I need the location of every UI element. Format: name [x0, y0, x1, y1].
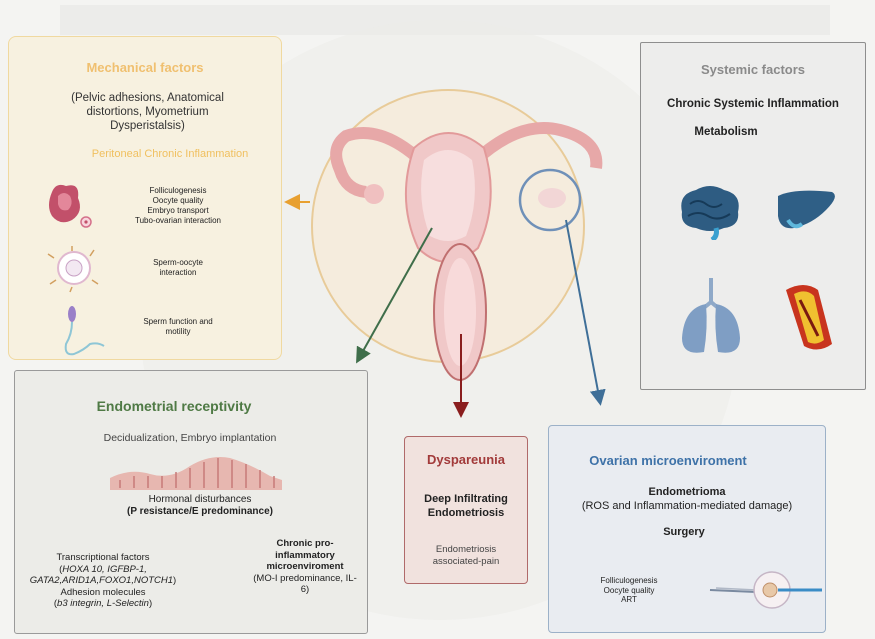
oocyte-retrieval-icon [708, 568, 824, 614]
transcriptional-genes-2: GATA2,ARID1A,FOXO1,NOTCH1) [29, 575, 177, 586]
ovarian-title: Ovarian microenviroment [589, 453, 747, 468]
endometriosis-pain-label: Endometriosis associated-pain [432, 544, 500, 567]
adhesion-genes-italic: b3 integrin, L-Selectin [57, 598, 149, 609]
chronic-proinflammatory-label: Chronic pro- inflammatory microenviromen… [250, 538, 360, 596]
systemic-inflammation-label: Chronic Systemic Inflammation [667, 98, 839, 110]
transcriptional-factors-label: Transcriptional factors (HOXA 10, IGFBP-… [24, 552, 182, 610]
dyspareunia-title: Dyspareunia [426, 452, 506, 467]
mechanical-item-sperm-oocyte: Sperm-oocyte interaction [153, 258, 203, 277]
deep-infiltrating-label: Deep Infiltrating Endometriosis [424, 493, 508, 519]
mechanical-item-sperm-function: Sperm function and motility [143, 317, 213, 336]
genes-2-italic: GATA2,ARID1A,FOXO1,NOTCH1 [29, 575, 174, 586]
chronic-line-1: Chronic pro- [276, 538, 334, 549]
uterus-tissue-icon [44, 182, 94, 230]
genes-1-italic: HOXA 10, IGFBP-1, [62, 563, 147, 575]
hormonal-disturbances-label: Hormonal disturbances [148, 494, 252, 505]
mechanical-item-folliculogenesis: Folliculogenesis Oocyte quality Embryo t… [135, 186, 221, 225]
endometrial-subtitle: Decidualization, Embryo implantation [103, 432, 277, 444]
metabolism-label: Metabolism [694, 126, 758, 138]
liver-icon [774, 188, 840, 234]
sperm-icon [60, 304, 110, 360]
transcriptional-title: Transcriptional factors [56, 552, 150, 563]
peritoneal-inflammation-label: Peritoneal Chronic Inflammation [91, 148, 249, 160]
endometrium-tissue-icon [110, 450, 282, 490]
chronic-line-3: microenviroment [266, 561, 344, 572]
mechanical-factors-title: Mechanical factors [86, 60, 204, 75]
endometrioma-label: Endometrioma [648, 486, 726, 498]
transcriptional-genes-1: (HOXA 10, IGFBP-1, [59, 563, 147, 575]
lungs-icon [678, 278, 744, 356]
mechanical-factors-subtitle: (Pelvic adhesions, Anatomical distortion… [71, 92, 224, 132]
hormonal-detail-label: (P resistance/E predominance) [127, 506, 273, 517]
chronic-line-4: (MO-I predominance, IL-6) [253, 572, 357, 596]
surgery-label: Surgery [663, 526, 705, 538]
chronic-line-2: inflammatory [275, 549, 335, 561]
artery-icon [778, 280, 838, 354]
brain-icon [676, 184, 744, 240]
ovarian-small-label: Folliculogenesis Oocyte quality ART [600, 576, 658, 604]
sperm-oocyte-icon [42, 244, 102, 294]
endometrial-receptivity-panel [14, 370, 368, 634]
adhesion-genes: (b3 integrin, L-Selectin) [53, 598, 153, 609]
adhesion-molecules-title: Adhesion molecules [60, 586, 146, 598]
endometrial-receptivity-title: Endometrial receptivity [96, 398, 252, 414]
ros-label: (ROS and Inflammation-mediated damage) [581, 500, 793, 512]
dyspareunia-panel [404, 436, 528, 584]
systemic-factors-title: Systemic factors [700, 62, 806, 77]
